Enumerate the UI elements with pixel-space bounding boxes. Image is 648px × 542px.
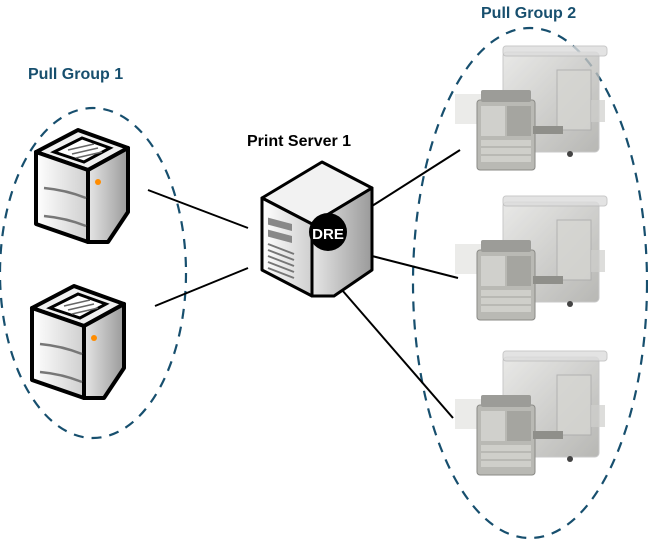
production-printer-icon: [454, 195, 608, 321]
server-label: Print Server 1: [247, 133, 352, 150]
dre-badge-icon: [309, 213, 347, 251]
pull-group-1-label: Pull Group 1: [28, 66, 124, 83]
dre-badge-text: DRE: [312, 226, 344, 243]
connector-line: [371, 149, 461, 207]
desktop-printer-icon: [34, 128, 130, 244]
connector-line: [341, 289, 454, 419]
production-printer-icon: [454, 350, 608, 476]
desktop-printer-icon: [30, 284, 126, 400]
production-printer-icon: [454, 45, 608, 171]
connector-line: [371, 255, 459, 279]
connector-line: [154, 267, 249, 307]
pull-group-1-outline: [0, 106, 188, 440]
print-server-icon: [260, 160, 374, 298]
pull-group-2-outline: [411, 26, 648, 540]
pull-group-2-label: Pull Group 2: [481, 5, 577, 22]
connector-line: [147, 189, 249, 229]
